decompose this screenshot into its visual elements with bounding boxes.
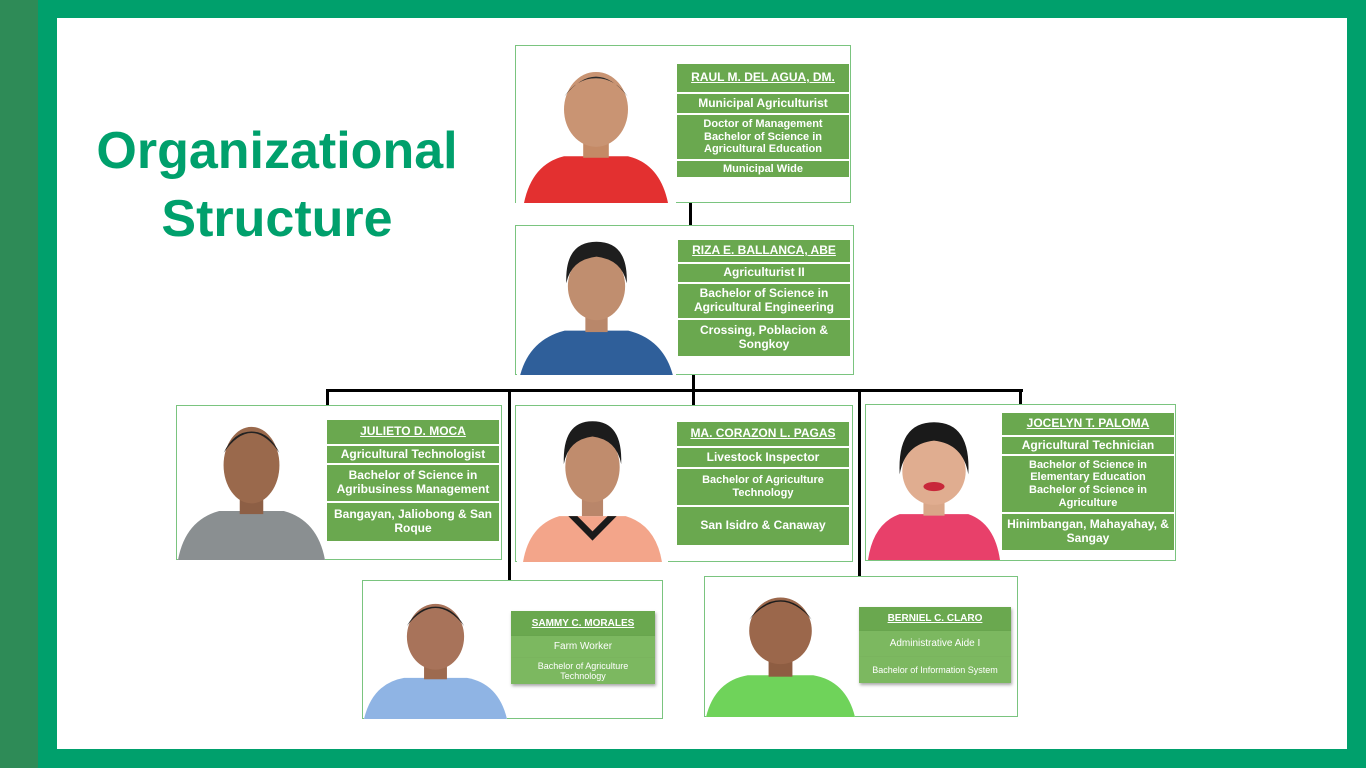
connector-horizontal	[326, 389, 1023, 392]
connector-riza-down	[692, 374, 695, 391]
member-card-corazon: MA. CORAZON L. PAGAS Livestock Inspector…	[515, 405, 853, 562]
page-title: Organizational Structure	[92, 118, 462, 253]
shirt-berniel	[706, 675, 855, 717]
photo-berniel	[706, 578, 855, 717]
area-riza: Crossing, Poblacion & Songkoy	[678, 320, 850, 356]
name-riza: RIZA E. BALLANCA, ABE	[678, 240, 850, 262]
connector-corazon	[692, 389, 695, 406]
photo-corazon	[517, 409, 668, 562]
position-riza: Agriculturist II	[678, 264, 850, 282]
education-jocelyn: Bachelor of Science in Elementary Educat…	[1002, 456, 1174, 512]
education-sammy: Bachelor of Agriculture Technology	[511, 658, 655, 684]
member-card-jocelyn: JOCELYN T. PALOMA Agricultural Technicia…	[865, 404, 1176, 561]
member-card-riza: RIZA E. BALLANCA, ABE Agriculturist II B…	[515, 225, 854, 375]
area-julieto: Bangayan, Jaliobong & San Roque	[327, 503, 499, 541]
photo-raul	[516, 47, 676, 203]
position-corazon: Livestock Inspector	[677, 448, 849, 467]
name-berniel: BERNIEL C. CLARO	[859, 607, 1011, 631]
name-raul: RAUL M. DEL AGUA, DM.	[677, 64, 849, 92]
position-sammy: Farm Worker	[511, 636, 655, 658]
name-julieto: JULIETO D. MOCA	[327, 420, 499, 444]
title-line-1: Organizational	[96, 122, 458, 180]
side-strip	[0, 0, 38, 768]
connector-julieto	[326, 389, 329, 406]
photo-julieto	[178, 407, 325, 560]
member-card-julieto: JULIETO D. MOCA Agricultural Technologis…	[176, 405, 502, 560]
shirt-riza	[520, 330, 673, 375]
education-corazon: Bachelor of Agriculture Technology	[677, 469, 849, 505]
position-raul: Municipal Agriculturist	[677, 94, 849, 113]
photo-jocelyn	[868, 407, 1000, 560]
photo-sammy	[364, 582, 507, 719]
position-jocelyn: Agricultural Technician	[1002, 437, 1174, 454]
connector-berniel	[858, 389, 861, 577]
area-raul: Municipal Wide	[677, 161, 849, 177]
education-berniel: Bachelor of Information System	[859, 657, 1011, 683]
connector-sammy	[508, 389, 511, 584]
photo-riza	[517, 227, 676, 375]
connector-jocelyn	[1019, 389, 1022, 406]
name-sammy: SAMMY C. MORALES	[511, 611, 655, 636]
connector-raul-riza	[689, 202, 692, 226]
name-corazon: MA. CORAZON L. PAGAS	[677, 422, 849, 446]
area-corazon: San Isidro & Canaway	[677, 507, 849, 545]
member-card-berniel: BERNIEL C. CLARO Administrative Aide I B…	[704, 576, 1018, 717]
education-riza: Bachelor of Science in Agricultural Engi…	[678, 284, 850, 318]
title-line-2: Structure	[161, 189, 393, 248]
area-jocelyn: Hinimbangan, Mahayahay, & Sangay	[1002, 514, 1174, 550]
member-card-sammy: SAMMY C. MORALES Farm Worker Bachelor of…	[362, 580, 663, 719]
education-raul: Doctor of Management Bachelor of Science…	[677, 115, 849, 159]
shirt-sammy	[364, 677, 507, 719]
position-berniel: Administrative Aide I	[859, 631, 1011, 657]
member-card-raul: RAUL M. DEL AGUA, DM. Municipal Agricult…	[515, 45, 851, 203]
shirt-raul	[524, 156, 668, 203]
shirt-julieto	[178, 511, 325, 560]
shirt-jocelyn	[868, 514, 1000, 560]
education-julieto: Bachelor of Science in Agribusiness Mana…	[327, 465, 499, 501]
position-julieto: Agricultural Technologist	[327, 446, 499, 463]
name-jocelyn: JOCELYN T. PALOMA	[1002, 413, 1174, 435]
